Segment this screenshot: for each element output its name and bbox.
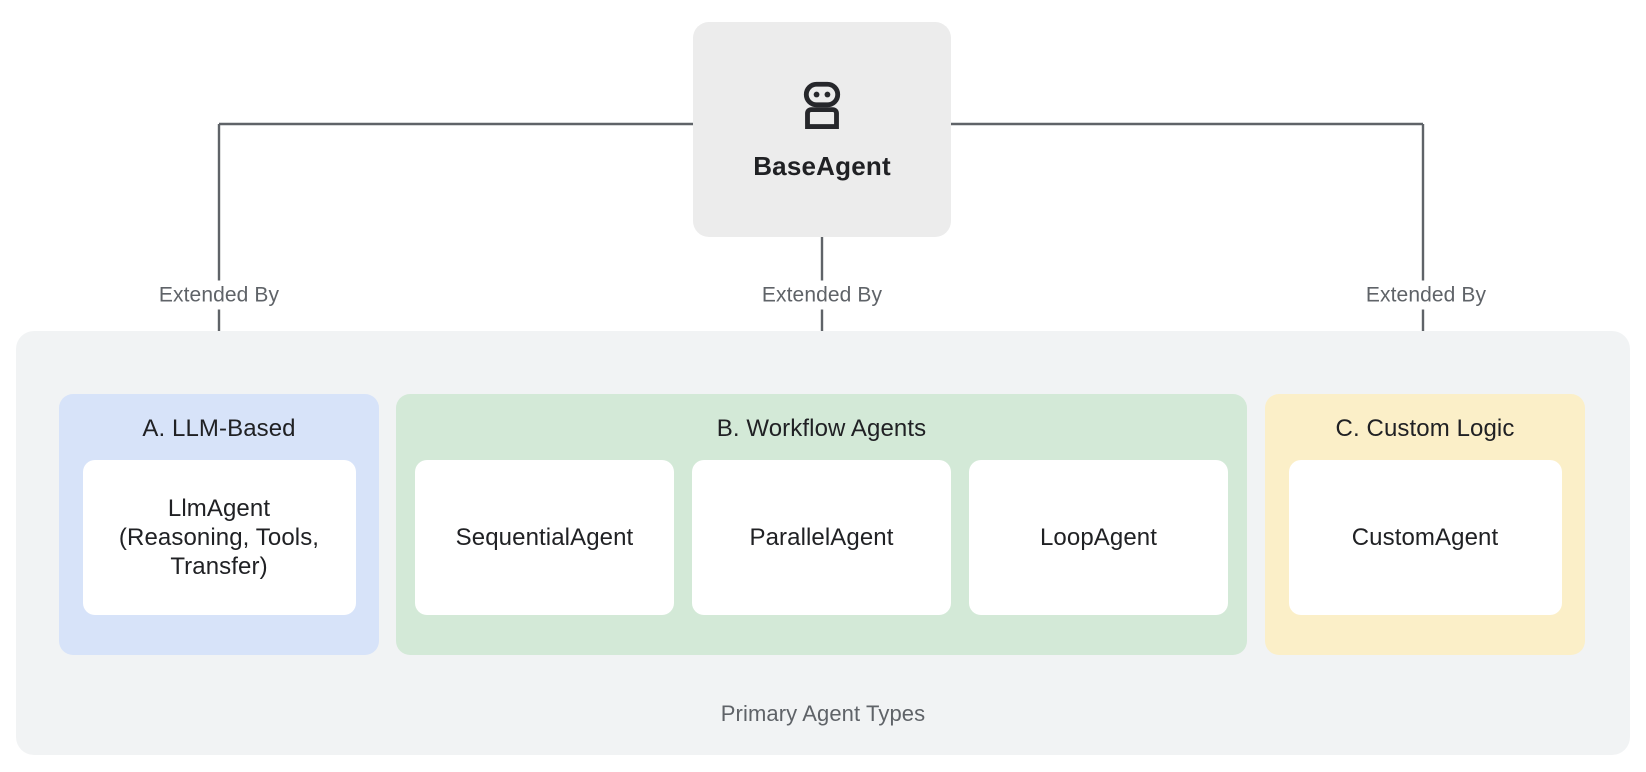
group-workflow-agents-title: B. Workflow Agents [716,415,927,442]
group-custom-logic-title: C. Custom Logic [1335,415,1515,442]
primary-agent-types-caption: Primary Agent Types [720,701,926,726]
edge-label-extended-by-right: Extended By [1356,280,1496,310]
node-base-agent-label: BaseAgent [753,151,891,181]
edge-label-extended-by-middle: Extended By [752,280,892,310]
group-workflow-agents[interactable]: B. Workflow Agents SequentialAgent Paral… [396,394,1247,655]
group-llm-based-title: A. LLM-Based [142,415,296,442]
group-llm-based-children: LlmAgent (Reasoning, Tools, Transfer) [60,460,379,638]
agent-card-parallel-agent[interactable]: ParallelAgent [692,460,951,615]
node-base-agent[interactable]: BaseAgent [693,22,951,237]
agent-card-loop-agent[interactable]: LoopAgent [969,460,1228,615]
group-custom-logic-children: CustomAgent [1266,460,1585,638]
agent-card-llm-agent[interactable]: LlmAgent (Reasoning, Tools, Transfer) [82,460,356,615]
robot-icon [803,81,841,129]
agent-card-custom-agent[interactable]: CustomAgent [1288,460,1562,615]
agent-card-sequential-agent[interactable]: SequentialAgent [415,460,674,615]
edge-label-extended-by-left: Extended By [149,280,289,310]
group-custom-logic[interactable]: C. Custom Logic CustomAgent [1265,394,1585,655]
group-llm-based[interactable]: A. LLM-Based LlmAgent (Reasoning, Tools,… [59,394,379,655]
group-workflow-agents-children: SequentialAgent ParallelAgent LoopAgent [392,460,1251,638]
